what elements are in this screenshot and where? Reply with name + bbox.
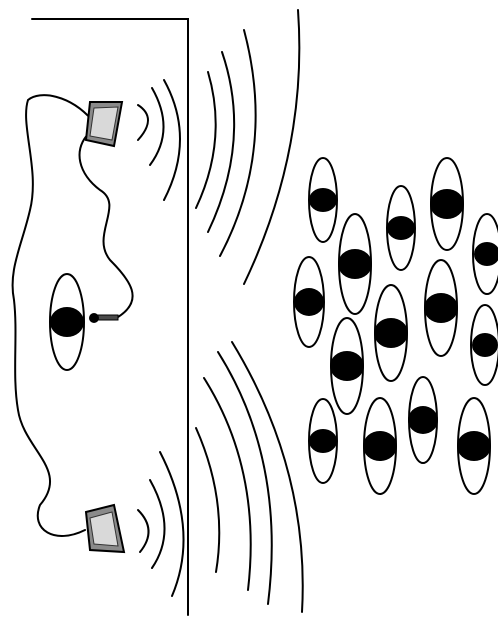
audience-member <box>408 377 438 463</box>
sound-waves-room-lower <box>196 342 303 612</box>
audience-member <box>309 399 337 483</box>
speaker-icon <box>86 505 124 552</box>
audience <box>294 158 498 494</box>
audience-member <box>430 158 464 250</box>
microphone-icon <box>89 313 118 323</box>
sound-waves-room-upper <box>196 10 299 284</box>
audience-member <box>424 260 458 356</box>
audience-member <box>338 214 372 314</box>
audience-member <box>374 285 408 381</box>
presenter-icon <box>50 274 84 370</box>
sound-waves-bottom-speaker <box>138 452 184 596</box>
audience-member <box>309 158 337 242</box>
audience-member <box>363 398 397 494</box>
audience-member <box>330 318 364 414</box>
audience-member <box>471 305 498 385</box>
audience-member <box>457 398 491 494</box>
microphone-lead <box>80 130 133 317</box>
presenter-head <box>50 307 84 337</box>
sound-waves-top-speaker <box>138 80 180 200</box>
audience-member <box>473 214 498 294</box>
audience-member <box>294 257 324 347</box>
audience-member <box>387 186 415 270</box>
speaker-icon <box>86 102 122 146</box>
